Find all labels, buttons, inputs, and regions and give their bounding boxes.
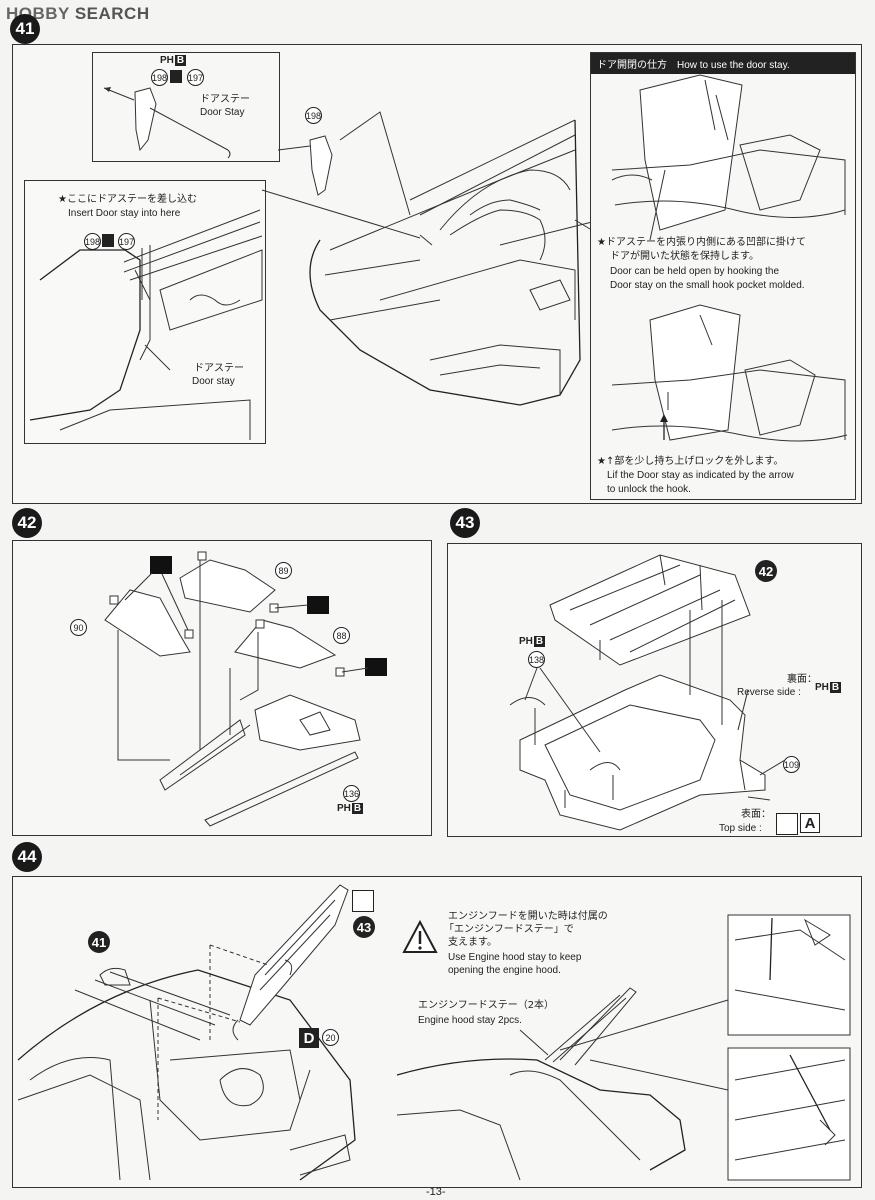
part-198-callout: 198 (151, 69, 168, 86)
step-44-number: 44 (12, 842, 42, 872)
top-side-jp: 表面： (741, 809, 771, 820)
step-41-number: 41 (10, 14, 40, 44)
ref-43-callout: 43 (353, 916, 375, 938)
part-136-callout: 136 (343, 785, 360, 802)
hold-instruction-en-2: Door stay on the small hook pocket molde… (610, 280, 805, 291)
part-198c-callout: 198 (305, 107, 322, 124)
part-138-callout: 138 (528, 651, 545, 668)
reverse-side-en: Reverse side : (737, 687, 801, 698)
hold-instruction-jp-2: ドアが開いた状態を保持します。 (610, 251, 759, 262)
part-90-callout: 90 (70, 619, 87, 636)
gate-cut-icon-2 (102, 234, 114, 247)
warning-text-jp-2: 「エンジンフードステー」で (444, 924, 574, 935)
door-stay-label-en: Door Stay (200, 107, 245, 118)
part-89-callout: 89 (275, 562, 292, 579)
page-number: -13- (426, 1186, 446, 1198)
lift-instruction-en-2: to unlock the hook. (607, 484, 691, 495)
insert-here-label-en: Insert Door stay into here (68, 208, 181, 219)
paint-stripe-icon-2 (307, 596, 329, 614)
part-197b-callout: 197 (118, 233, 135, 250)
warning-text-en-2: opening the engine hood. (448, 965, 561, 976)
part-20-callout: 20 (322, 1029, 339, 1046)
hold-instruction-jp-1: ★ドアステーを内張り内側にある凹部に掛けて (597, 237, 806, 248)
door-stay2-label-en: Door stay (192, 376, 235, 387)
top-side-en: Top side : (719, 823, 762, 834)
paint-stripe-icon-1 (150, 556, 172, 574)
ref-42-callout: 42 (755, 560, 777, 582)
hood-stay-label-en: Engine hood stay 2pcs. (418, 1015, 522, 1026)
door-stay-parts-inset (92, 52, 280, 162)
warning-text-jp-3: 支えます。 (448, 937, 497, 948)
paint-stripe-icon-3 (365, 658, 387, 676)
glue-icon (776, 813, 798, 835)
part-109-callout: 109 (783, 756, 800, 773)
warning-text-en-1: Use Engine hood stay to keep (448, 952, 582, 963)
how-to-title: ドア開閉の仕方 How to use the door stay. (591, 53, 855, 74)
gate-cut-icon (170, 70, 182, 83)
warning-text-jp-1: エンジンフードを開いた時は付属の (448, 911, 608, 922)
lift-instruction-jp: ★↑部を少し持ち上げロックを外します。 (597, 456, 784, 467)
door-stay2-label-jp: ドアステー (194, 363, 244, 374)
hold-instruction-en-1: Door can be held open by hooking the (610, 266, 780, 277)
part-88-callout: 88 (333, 627, 350, 644)
insert-here-label-jp: ★ここにドアステーを差し込む (58, 194, 197, 205)
lift-instruction-en-1: Lif the Door stay as indicated by the ar… (607, 470, 794, 481)
color-letter-a: A (800, 813, 820, 833)
ref-41-callout: 41 (88, 931, 110, 953)
step-42-number: 42 (12, 508, 42, 538)
reverse-side-jp: 裏面： (787, 674, 817, 685)
door-stay-label-jp: ドアステー (200, 94, 250, 105)
glue-icon-44 (352, 890, 374, 912)
step-43-number: 43 (450, 508, 480, 538)
part-197-callout: 197 (187, 69, 204, 86)
hood-stay-label-jp: エンジンフードステー（2本） (418, 1000, 555, 1011)
